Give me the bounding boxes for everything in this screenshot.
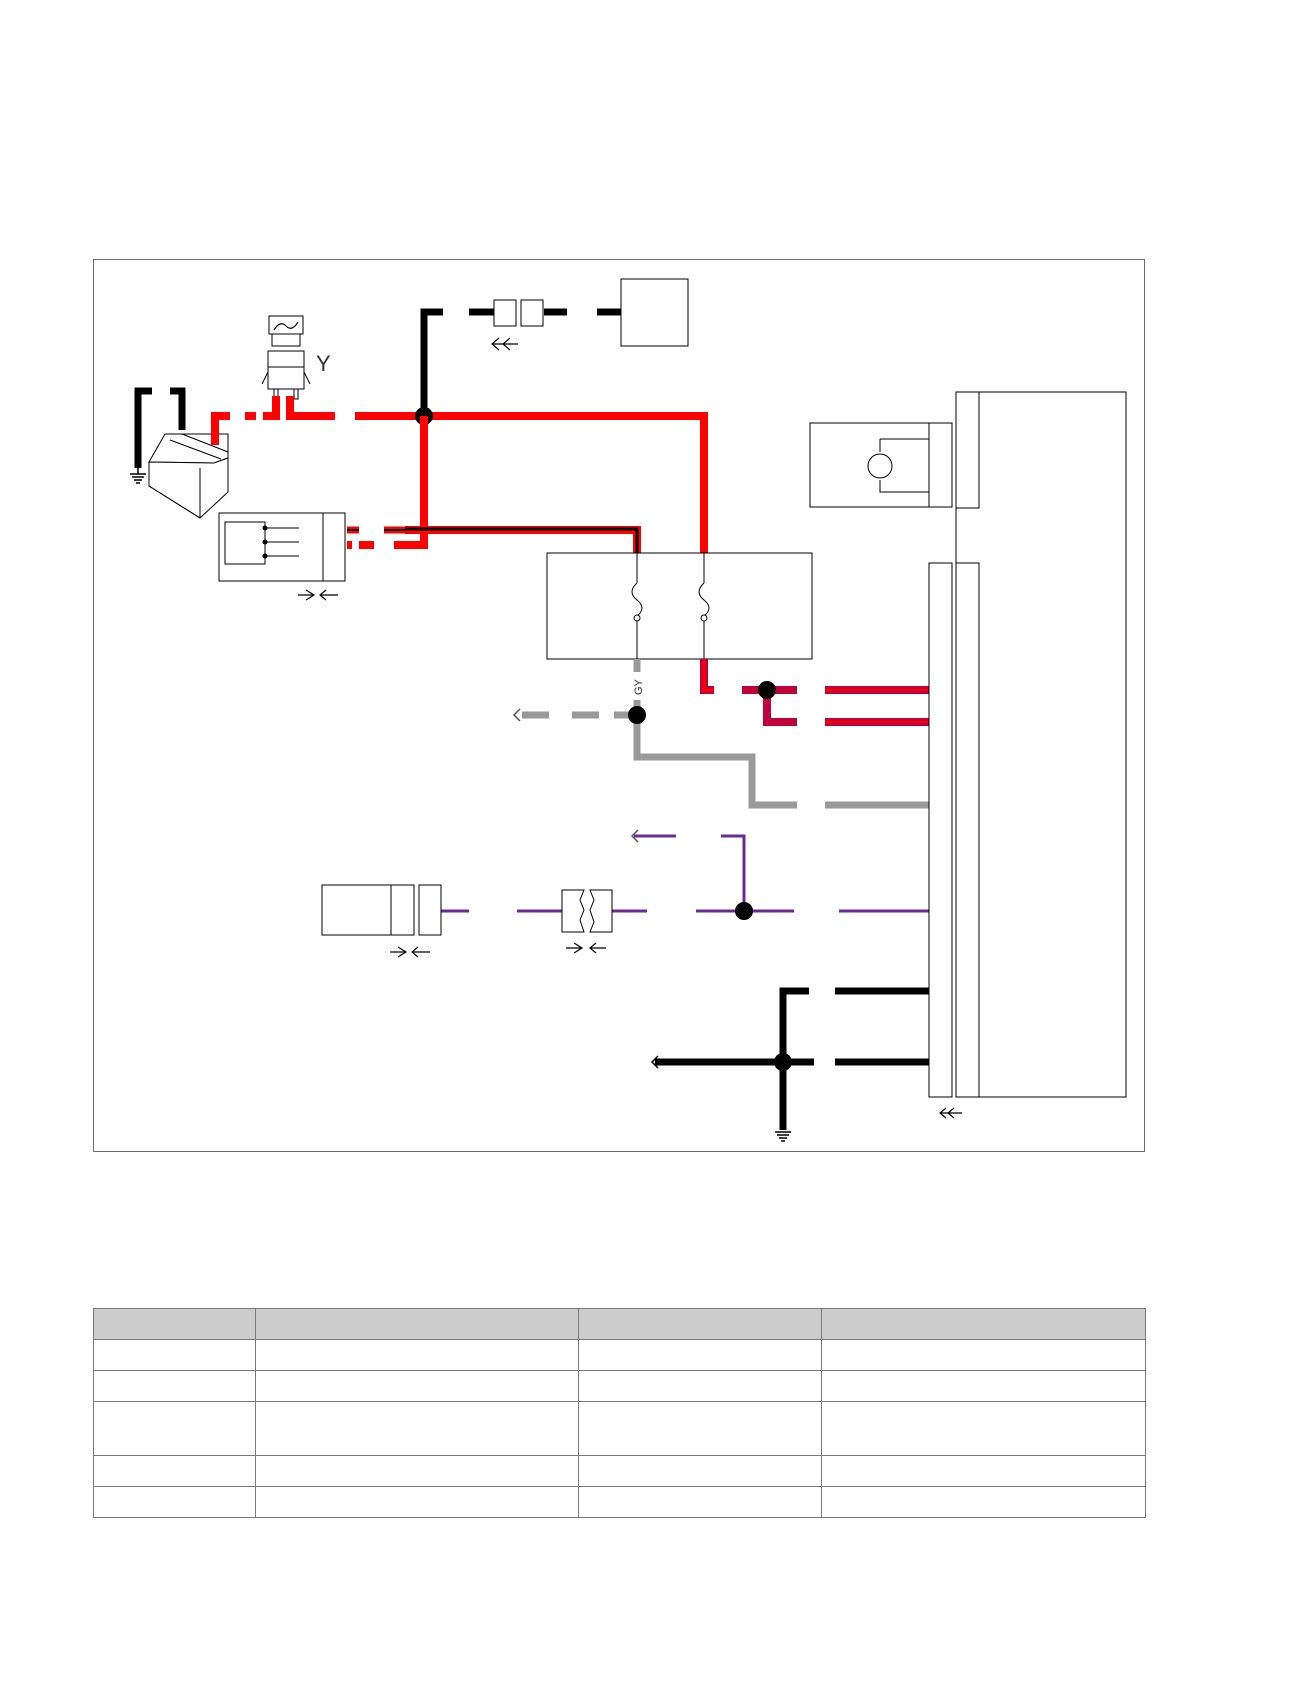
connector-icon — [512, 708, 521, 722]
table-cell — [578, 1339, 822, 1371]
table-header-row — [93, 1308, 1146, 1340]
table-cell — [578, 1486, 822, 1518]
table-row — [93, 1455, 1146, 1487]
table-header-cell — [578, 1308, 822, 1340]
table-cell — [93, 1339, 256, 1371]
connector-icon — [491, 299, 544, 351]
table-cell — [255, 1401, 579, 1456]
table-header-cell — [821, 1308, 1146, 1340]
table-cell — [255, 1486, 579, 1518]
sensor-icon — [321, 884, 442, 958]
ground-wire-top — [420, 308, 621, 416]
table-cell — [255, 1455, 579, 1487]
connector-icon — [561, 889, 613, 954]
table-cell — [93, 1370, 256, 1402]
control-module — [928, 391, 1127, 1119]
table-row — [93, 1486, 1146, 1518]
table-cell — [578, 1455, 822, 1487]
switch-icon — [218, 512, 346, 601]
table-row — [93, 1401, 1146, 1456]
parts-table — [93, 1308, 1146, 1518]
fuse-box — [546, 552, 813, 660]
battery-feed-wire — [211, 396, 708, 553]
battery-icon — [148, 433, 229, 519]
wiring-diagram: Y — [130, 278, 1127, 1142]
table-cell — [821, 1455, 1146, 1487]
connector-icon — [650, 1055, 659, 1069]
splice-icon — [774, 1053, 792, 1071]
table-cell — [93, 1401, 256, 1456]
battery-negative-cable-stub — [170, 387, 186, 430]
switch-signal-wire-red — [405, 526, 641, 553]
switch-signal-wire-black — [405, 527, 639, 553]
splice-icon — [758, 681, 776, 699]
table-header-cell — [93, 1308, 256, 1340]
splice-icon — [735, 902, 753, 920]
dark-red-output-wire — [700, 659, 929, 726]
table-row — [93, 1339, 1146, 1371]
table-cell — [821, 1339, 1146, 1371]
table-cell — [255, 1370, 579, 1402]
table-cell — [578, 1370, 822, 1402]
fuse-holder-label: Y — [316, 351, 331, 376]
purple-signal-wire — [441, 834, 929, 913]
switch-feed-wire — [394, 416, 428, 549]
table-cell — [255, 1339, 579, 1371]
table-cell — [821, 1486, 1146, 1518]
table-cell — [821, 1401, 1146, 1456]
top-component-box — [620, 278, 689, 347]
table-row — [93, 1370, 1146, 1402]
splice-icon — [628, 706, 646, 724]
table-cell — [578, 1401, 822, 1456]
motor-icon — [809, 422, 953, 508]
wiring-diagram-frame: Y — [93, 259, 1145, 1152]
gray-output-wire — [522, 659, 929, 809]
ground-icon — [775, 1131, 791, 1142]
fuse-icon — [261, 315, 311, 400]
table-header-cell — [255, 1308, 579, 1340]
table-cell — [93, 1486, 256, 1518]
gray-wire-label: GY — [633, 678, 645, 695]
table-cell — [93, 1455, 256, 1487]
table-cell — [821, 1370, 1146, 1402]
ground-icon — [130, 468, 146, 484]
connector-icon — [630, 829, 639, 843]
battery-negative-cable — [134, 387, 152, 468]
